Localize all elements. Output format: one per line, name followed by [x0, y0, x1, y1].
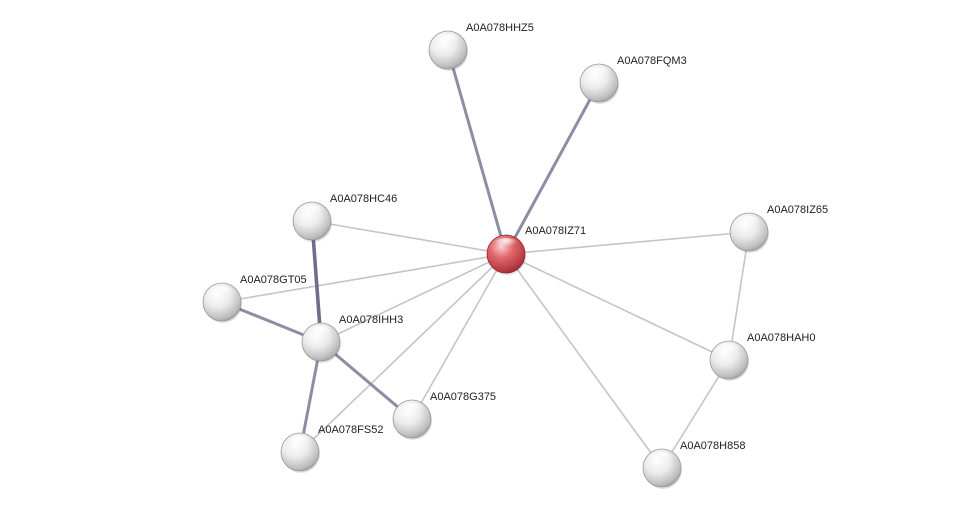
node-gloss [300, 205, 324, 217]
node-label-a0a078iz65: A0A078IZ65 [767, 204, 828, 216]
edge-a0a078iz71-a0a078hhz5[interactable] [446, 48, 508, 256]
edge-a0a078iz71-a0a078fs52[interactable] [299, 253, 507, 453]
node-label-a0a078g375: A0A078G375 [430, 391, 496, 403]
node-label-a0a078hc46: A0A078HC46 [330, 193, 397, 205]
node-gloss [587, 67, 611, 79]
node-a0a078iz71[interactable] [486, 234, 526, 275]
node-label-a0a078ihh3: A0A078IHH3 [339, 314, 403, 326]
node-label-a0a078hhz5: A0A078HHZ5 [466, 22, 534, 34]
node-a0a078ihh3[interactable] [301, 322, 341, 363]
node-gloss [494, 238, 518, 250]
labels-layer: A0A078IZ71 A0A078HHZ5A0A078FQM3A0A078HC46… [240, 22, 828, 452]
node-label-a0a078fs52: A0A078FS52 [318, 424, 383, 436]
node-gloss [436, 34, 460, 46]
edge-a0a078iz71-a0a078hc46[interactable] [311, 220, 507, 255]
edge-a0a078hah0-a0a078h858[interactable] [661, 359, 730, 469]
node-a0a078hc46[interactable] [292, 201, 332, 242]
edge-a0a078iz71-a0a078hah0[interactable] [505, 253, 730, 361]
node-a0a078g375[interactable] [392, 399, 432, 440]
node-a0a078fqm3[interactable] [579, 63, 619, 104]
node-a0a078h858[interactable] [642, 448, 682, 489]
edge-a0a078iz71-a0a078fqm3[interactable] [504, 81, 601, 256]
edge-a0a078iz71-a0a078gt05[interactable] [221, 253, 507, 303]
nodes-layer [202, 30, 769, 489]
node-a0a078gt05[interactable] [202, 282, 242, 323]
edge-a0a078ihh3-a0a078g375[interactable] [319, 340, 414, 421]
node-a0a078hah0[interactable] [709, 340, 749, 381]
edge-a0a078hc46-a0a078ihh3[interactable] [310, 219, 323, 344]
edge-a0a078iz71-a0a078g375[interactable] [411, 253, 507, 420]
node-label-a0a078gt05: A0A078GT05 [240, 274, 307, 286]
node-label-a0a078fqm3: A0A078FQM3 [617, 55, 687, 67]
node-gloss [650, 452, 674, 464]
node-gloss [717, 344, 741, 356]
node-gloss [737, 216, 761, 228]
node-label-a0a078iz71: A0A078IZ71 [525, 225, 586, 237]
edge-a0a078iz71-a0a078ihh3[interactable] [320, 253, 507, 343]
edge-a0a078iz71-a0a078h858[interactable] [505, 253, 663, 469]
node-a0a078iz65[interactable] [729, 212, 769, 253]
node-gloss [309, 326, 333, 338]
node-a0a078hhz5[interactable] [428, 30, 468, 71]
node-a0a078fs52[interactable] [280, 432, 320, 473]
edges-layer [220, 48, 750, 469]
edge-a0a078iz71-a0a078iz65[interactable] [505, 231, 750, 255]
node-label-a0a078hah0: A0A078HAH0 [747, 332, 816, 344]
node-gloss [288, 436, 312, 448]
node-gloss [210, 286, 234, 298]
edge-a0a078iz65-a0a078hah0[interactable] [728, 231, 750, 361]
node-gloss [400, 403, 424, 415]
node-label-a0a078h858: A0A078H858 [680, 440, 745, 452]
